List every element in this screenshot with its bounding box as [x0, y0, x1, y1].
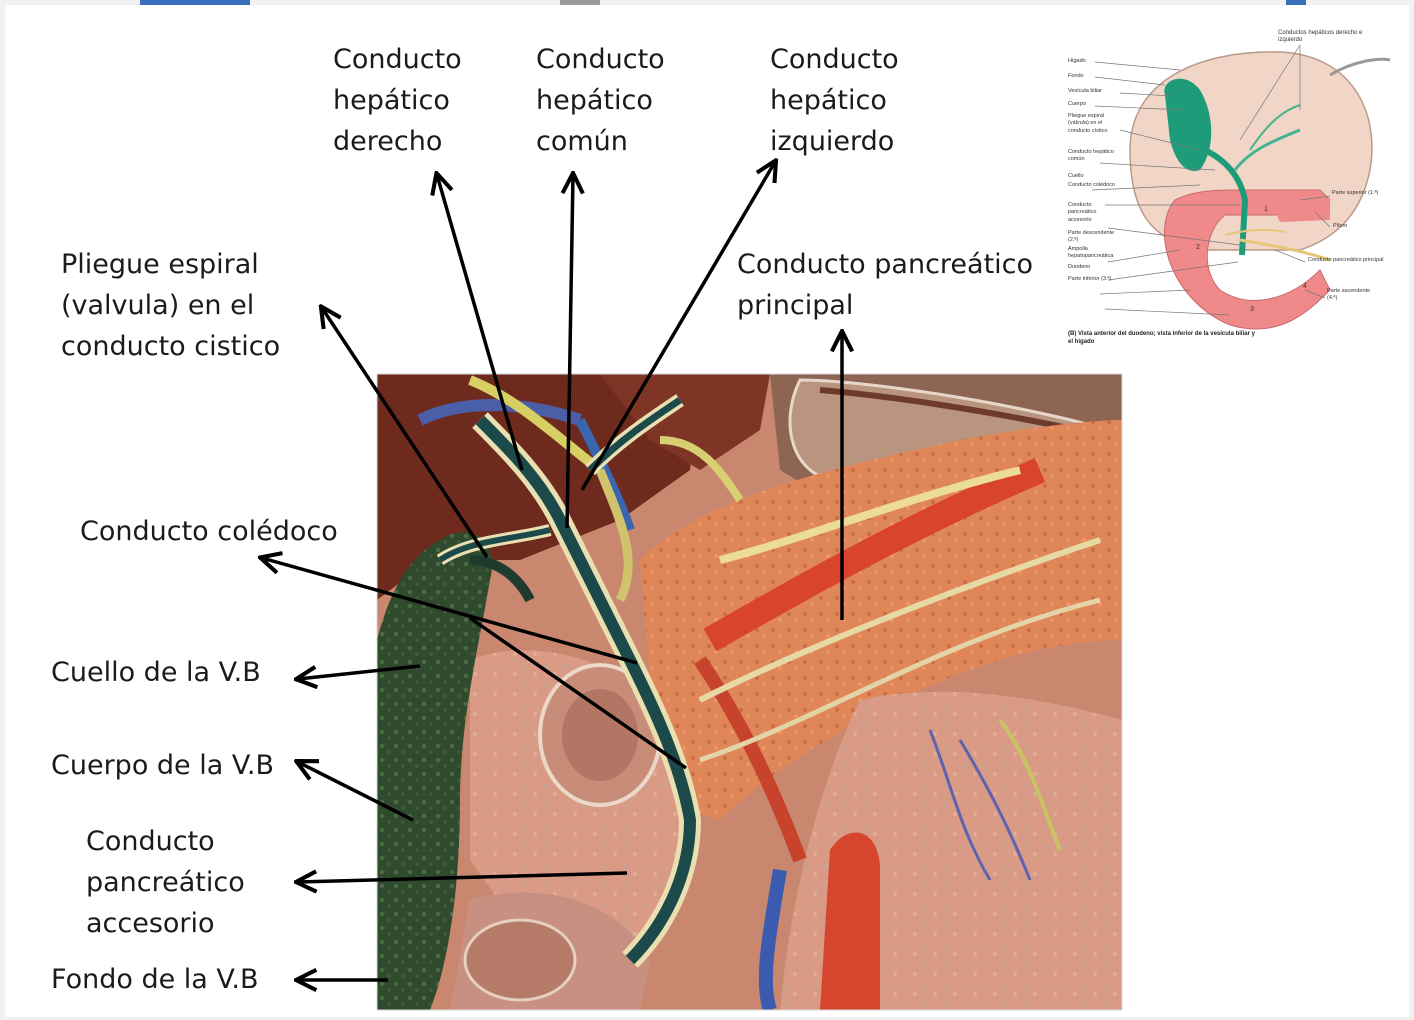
arrow-gallbladder-neck — [298, 666, 420, 679]
arrow-common-hepatic — [567, 175, 573, 528]
arrow-accessory-pancreatic — [298, 873, 627, 882]
arrow-spiral-fold — [322, 308, 487, 557]
arrow-common-bile-2 — [470, 618, 686, 768]
arrow-left-hepatic — [582, 162, 775, 490]
arrow-right-hepatic — [437, 175, 522, 470]
arrow-gallbladder-body — [298, 762, 413, 820]
arrow-common-bile — [262, 558, 637, 663]
